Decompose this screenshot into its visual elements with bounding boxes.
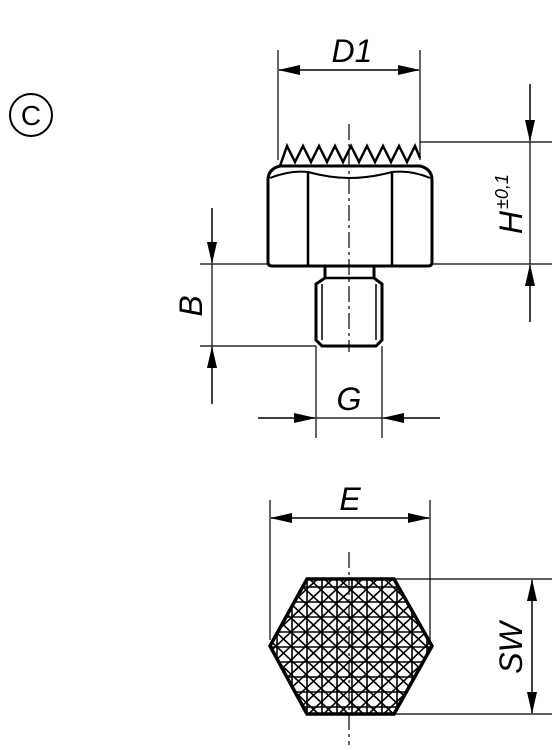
dimension-label-b: B [173, 295, 209, 316]
dimension-e [269, 500, 431, 640]
dimension-label-b-group: B [173, 295, 209, 316]
dimension-label-d1: D1 [332, 33, 373, 69]
threaded-stud [314, 266, 384, 348]
knurl-line-diagonal [359, 579, 432, 714]
dimension-label-e: E [339, 481, 361, 517]
knurl-line-diagonal [314, 579, 432, 714]
dimension-b [200, 208, 316, 404]
knurl-line-diagonal [346, 579, 432, 714]
hex-chamfer-right [348, 170, 431, 179]
knurl-line-diagonal [270, 579, 341, 714]
knurl-line-diagonal [270, 579, 283, 714]
knurl-line-diagonal [62, 572, 222, 722]
variant-badge: C [9, 93, 53, 137]
variant-badge-circle [9, 93, 53, 137]
hex-chamfer-left [269, 170, 350, 179]
dimension-label-h: H [493, 210, 529, 234]
knurl-pattern [62, 572, 432, 722]
dimension-sw [394, 578, 552, 715]
dimension-label-g: G [337, 381, 362, 417]
knurl-line-diagonal [344, 579, 432, 714]
knurl-line-diagonal [270, 579, 373, 714]
knurl-line-diagonal [329, 579, 432, 714]
knurl-line-diagonal [90, 572, 250, 722]
knurl-line-diagonal [421, 579, 432, 714]
knurl-line-diagonal [105, 572, 265, 722]
knurl-line-diagonal [270, 579, 328, 714]
knurl-line-diagonal [270, 579, 388, 714]
dimension-label-sw: SW [493, 619, 529, 673]
knurl-line-diagonal [270, 579, 343, 714]
knurl-line-diagonal [331, 579, 432, 714]
knurl-line-diagonal [270, 579, 403, 714]
serrated-top [278, 142, 422, 167]
top-view [62, 552, 435, 745]
dimension-label-sw-group: SW [493, 619, 529, 673]
knurl-line-diagonal [77, 572, 237, 722]
dimension-g [258, 346, 440, 438]
knurl-line-diagonal [92, 572, 252, 722]
hex-body [266, 164, 434, 268]
side-view [266, 124, 434, 352]
knurl-line-diagonal [270, 579, 356, 714]
knurl-line-diagonal [107, 572, 267, 722]
dimension-label-h-group: H ±0,1 [492, 174, 529, 234]
knurl-line-diagonal [299, 579, 432, 714]
dimension-h [420, 84, 552, 322]
knurl-line-diagonal [270, 579, 281, 714]
knurl-line-diagonal [270, 579, 371, 714]
dimension-label-h-tolerance: ±0,1 [492, 174, 512, 209]
knurl-line-diagonal [419, 579, 432, 714]
variant-letter: C [21, 100, 41, 131]
knurl-line-diagonal [361, 579, 432, 714]
knurl-line-diagonal [270, 579, 358, 714]
